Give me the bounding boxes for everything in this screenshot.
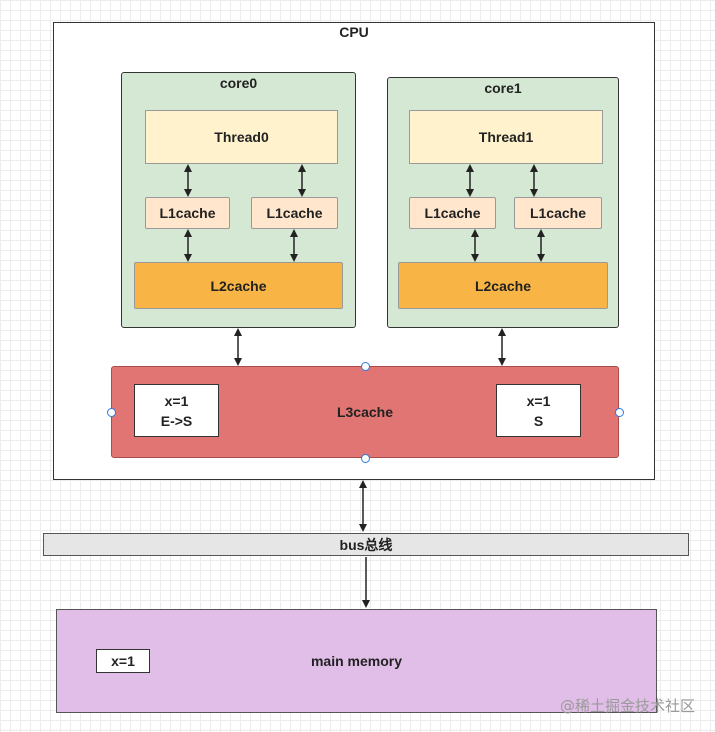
selection-handle-right[interactable] — [615, 408, 624, 417]
l3-left-line1: x=1 — [164, 392, 189, 409]
selection-handle-top[interactable] — [361, 362, 370, 371]
watermark: @稀土掘金技术社区 — [560, 697, 696, 715]
l3-right-line2: S — [533, 412, 544, 429]
core0-l1cache-right: L1cache — [251, 197, 338, 229]
core0-label: core0 — [219, 75, 258, 91]
main-memory-label: main memory — [310, 653, 403, 669]
cpu-label: CPU — [339, 24, 369, 40]
selection-handle-bottom[interactable] — [361, 454, 370, 463]
l3cache-label: L3cache — [336, 404, 394, 420]
thread1-box: Thread1 — [409, 110, 603, 164]
core1-l2cache: L2cache — [398, 262, 608, 309]
selection-handle-left[interactable] — [107, 408, 116, 417]
bus-label: bus总线 — [339, 536, 393, 553]
bus: bus总线 — [43, 533, 689, 556]
core0-l1cache-left: L1cache — [145, 197, 230, 229]
core1-l1cache-left: L1cache — [409, 197, 496, 229]
main-memory: main memory — [56, 609, 657, 713]
core0-l2cache: L2cache — [134, 262, 343, 309]
core1-l1cache-right: L1cache — [514, 197, 602, 229]
core1-label: core1 — [484, 80, 522, 96]
l3-value-left: x=1 E->S — [134, 384, 219, 437]
memory-value: x=1 — [96, 649, 150, 673]
thread0-box: Thread0 — [145, 110, 338, 164]
l3-right-line1: x=1 — [526, 392, 551, 409]
l3-left-line2: E->S — [160, 412, 193, 429]
l3-value-right: x=1 S — [496, 384, 581, 437]
